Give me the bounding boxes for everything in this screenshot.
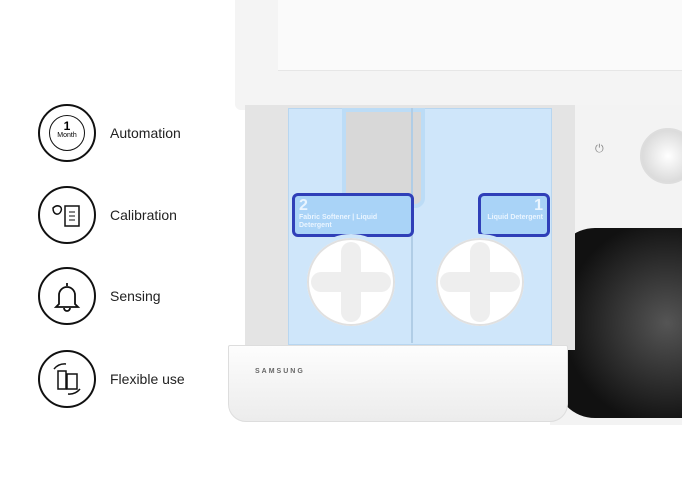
control-knob[interactable] — [640, 128, 682, 184]
feature-label: Sensing — [110, 288, 161, 304]
washer-lid — [278, 0, 682, 71]
compartment-2-cap[interactable] — [307, 238, 395, 326]
brand-logo: SAMSUNG — [255, 368, 305, 375]
bell-icon — [38, 267, 96, 325]
compartment-2-label: 2 Fabric Softener | Liquid Detergent — [292, 193, 414, 237]
feature-calibration: Calibration — [38, 186, 177, 244]
feature-label: Flexible use — [110, 371, 185, 387]
power-icon[interactable]: ⏻ — [595, 143, 604, 155]
compartment-1-label: 1 Liquid Detergent — [478, 193, 550, 237]
feature-label: Automation — [110, 125, 181, 141]
feature-flexible-use: Flexible use — [38, 350, 185, 408]
detergent-measure-icon — [38, 186, 96, 244]
drawer-front[interactable]: SAMSUNG — [228, 345, 568, 422]
washer-door — [555, 228, 682, 418]
feature-sensing: Sensing — [38, 267, 161, 325]
compartment-1-cap[interactable] — [436, 238, 524, 326]
one-month-cycle-icon: 1 Month — [38, 104, 96, 162]
feature-label: Calibration — [110, 207, 177, 223]
bottles-cycle-icon — [38, 350, 96, 408]
feature-automation: 1 Month Automation — [38, 104, 181, 162]
